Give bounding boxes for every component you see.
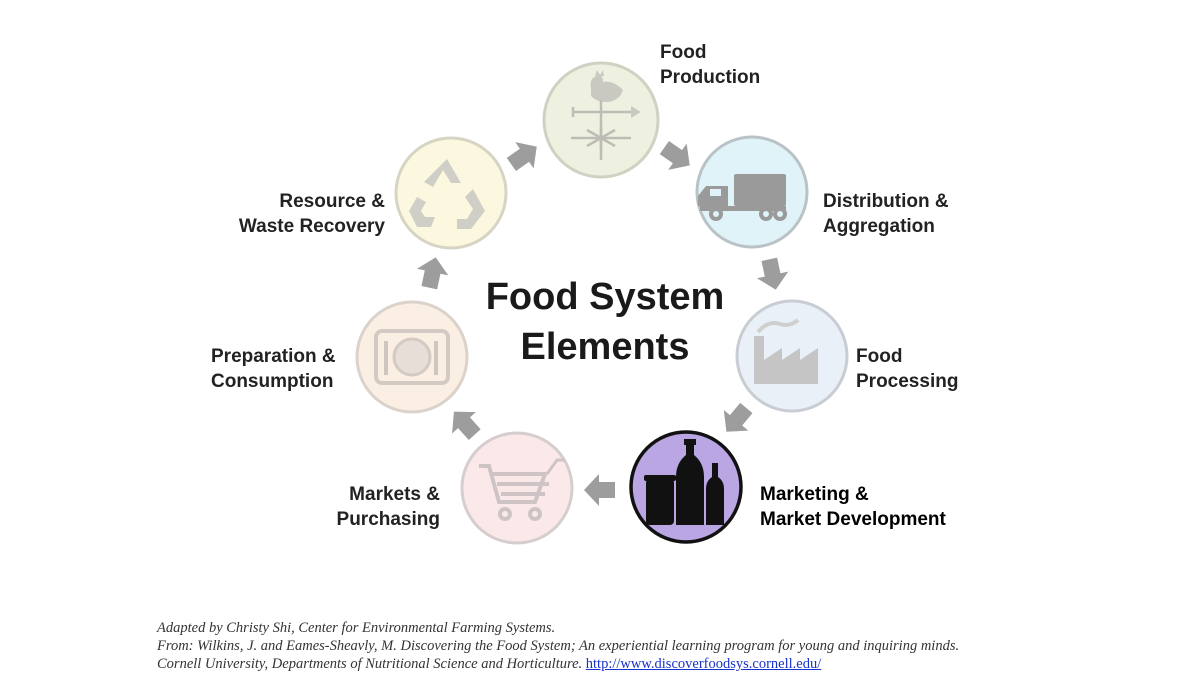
label-line: Food — [660, 42, 707, 63]
node-processing — [735, 299, 849, 413]
node-food-production — [542, 61, 660, 179]
cycle-arrow — [655, 134, 699, 179]
plate-fork-knife-icon — [374, 329, 450, 385]
credits-line1: Adapted by Christy Shi, Center for Envir… — [157, 620, 556, 636]
bottles-icon — [644, 439, 724, 525]
label-waste: Resource & Waste Recovery — [239, 189, 385, 239]
credits-line3: Cornell University, Departments of Nutri… — [157, 655, 959, 673]
node-waste — [394, 136, 508, 250]
shopping-cart-icon — [479, 458, 565, 521]
label-distribution: Distribution & Aggregation — [823, 189, 949, 239]
diagram-title-line2: Elements — [520, 326, 690, 368]
diagram-title: Food System Elements — [440, 272, 770, 372]
cycle-arrow — [584, 474, 615, 506]
label-processing: Food Processing — [856, 344, 958, 394]
label-line: Distribution & — [823, 191, 949, 212]
label-line: Food — [856, 346, 903, 367]
label-line: Purchasing — [336, 509, 440, 530]
truck-icon — [698, 174, 787, 221]
label-markets: Markets & Purchasing — [337, 482, 440, 532]
cycle-arrow — [714, 397, 759, 443]
node-preparation — [355, 300, 469, 414]
label-line: Markets & — [349, 484, 440, 505]
label-preparation: Preparation & Consumption — [211, 344, 336, 394]
source-credits: Adapted by Christy Shi, Center for Envir… — [157, 619, 959, 673]
factory-icon — [754, 318, 818, 384]
node-marketing — [629, 430, 743, 544]
label-line: Waste Recovery — [238, 216, 385, 237]
recycle-icon — [409, 159, 485, 229]
source-link[interactable]: http://www.discoverfoodsys.cornell.edu/ — [585, 656, 822, 672]
node-distribution — [695, 135, 809, 249]
label-line: Market Development — [760, 509, 946, 530]
diagram-title-line1: Food System — [485, 276, 725, 318]
label-line: Preparation & — [211, 346, 336, 367]
label-line: Consumption — [211, 371, 334, 392]
label-line: Marketing & — [760, 484, 869, 505]
food-system-cycle-diagram — [355, 61, 849, 545]
label-line: Production — [660, 67, 761, 88]
label-food-production: Food Production — [660, 40, 760, 90]
weathervane-rooster-icon — [571, 70, 641, 160]
credits-line3-text: Cornell University, Departments of Nutri… — [157, 656, 583, 672]
credits-line2: From: Wilkins, J. and Eames-Sheavly, M. … — [157, 638, 960, 654]
label-line: Aggregation — [823, 216, 935, 237]
cycle-arrow — [442, 400, 487, 446]
label-line: Resource & — [279, 191, 385, 212]
cycle-arrow — [502, 133, 546, 178]
label-line: Processing — [856, 371, 959, 392]
label-marketing: Marketing & Market Development — [760, 482, 946, 532]
node-markets — [460, 431, 574, 545]
